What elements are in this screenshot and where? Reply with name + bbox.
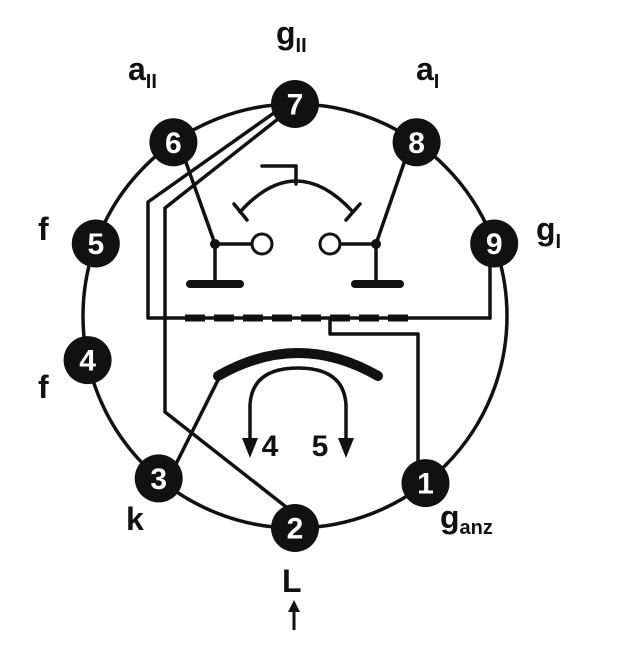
pin-4 [63, 336, 112, 385]
node-right [371, 239, 381, 249]
pin-2 [271, 504, 319, 552]
pin-number-2: 2 [287, 513, 304, 546]
label-pin9: gI [536, 211, 561, 253]
label-pin5: f [38, 211, 49, 247]
electrode-left [250, 232, 274, 256]
pin-6 [149, 118, 198, 167]
label-pin1: ganz [440, 499, 493, 539]
pin-number-9: 9 [486, 228, 503, 261]
node-left [210, 239, 220, 249]
pin-9 [470, 219, 519, 268]
pin-8 [392, 118, 441, 167]
heater-arrow-left [242, 438, 258, 458]
label-pin4: f [38, 369, 49, 405]
pin-number-6: 6 [165, 127, 182, 160]
pin-5 [71, 219, 120, 268]
pin-1 [401, 459, 450, 508]
pin-number-3: 3 [150, 463, 167, 496]
heater-arrow-right [338, 438, 354, 458]
pin-number-1: 1 [417, 468, 434, 501]
label-pin8: aI [416, 51, 439, 93]
wire-pin2 [163, 113, 292, 512]
label-bottom-mark: L [282, 563, 302, 599]
pin-number-5: 5 [87, 228, 104, 261]
wire-pin1 [328, 316, 420, 470]
pin-number-7: 7 [287, 89, 304, 122]
pin-number-4: 4 [79, 345, 96, 378]
label-heater-left: 4 [262, 430, 279, 463]
pin-7 [271, 80, 319, 128]
pin-3 [134, 454, 183, 503]
wire-pin3 [173, 378, 220, 468]
electrode-right [318, 232, 342, 256]
heater-loop [248, 366, 348, 442]
cathode [213, 348, 383, 381]
label-pin3: k [126, 501, 144, 537]
label-heater-right: 5 [312, 430, 329, 463]
pin-number-8: 8 [408, 127, 425, 160]
label-pin7: gII [276, 15, 307, 57]
label-pin6: aII [128, 51, 157, 93]
